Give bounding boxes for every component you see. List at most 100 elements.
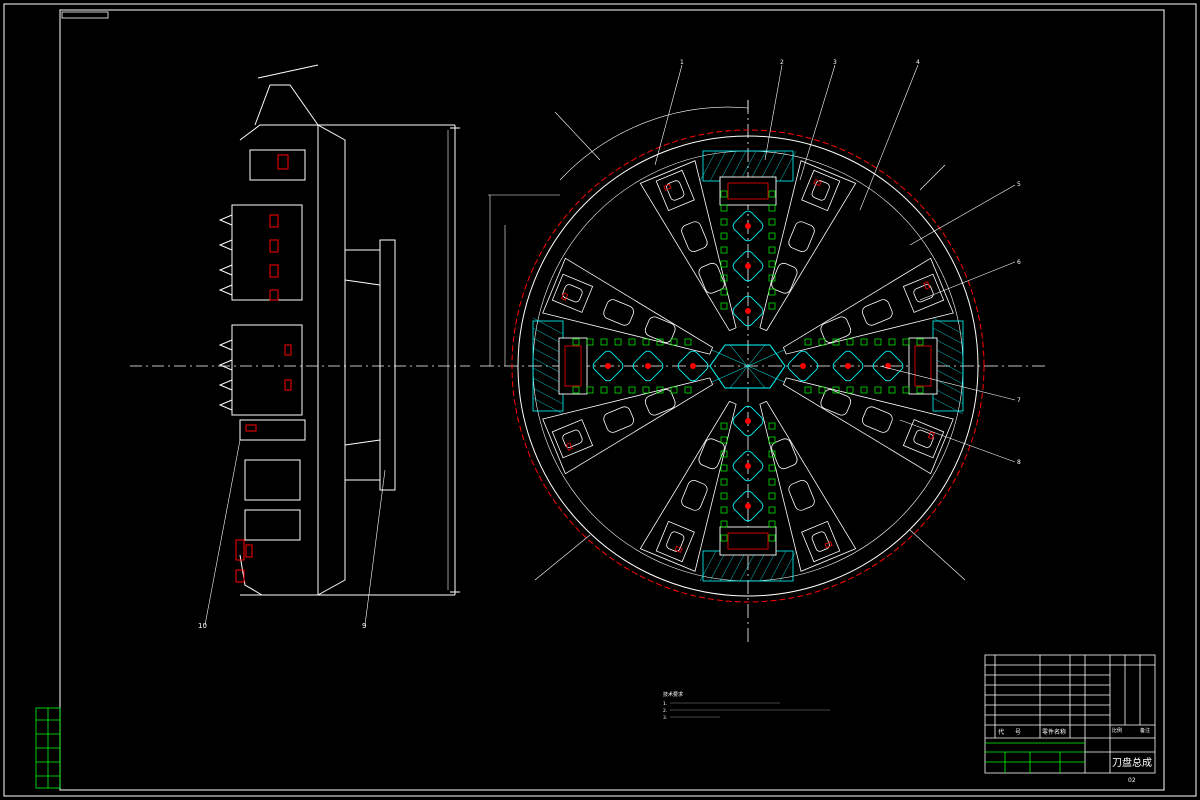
cutter-housing [698,438,725,470]
title-approval-3: 备注 [1140,727,1150,734]
bolt-square [720,534,728,542]
hatch-line [709,150,727,182]
outer-border [3,3,1197,797]
bolt-square [720,302,728,310]
title-col-name: 零件名称 [1042,728,1066,736]
hatch-line [749,550,767,582]
gauge-cutter [811,180,830,201]
cutter-housing [788,221,815,252]
red-mark [824,541,833,549]
drawing-title: 刀盘总成 [1112,756,1152,769]
gauge-housing [801,520,841,563]
cutter-spokes [542,160,954,572]
title-approval-1: 比例 [1112,727,1122,734]
main-housing [558,337,588,395]
bolt-square [656,338,664,346]
hatch-line [709,550,727,582]
drawing-number: 02 [1128,777,1136,784]
gauge-cutter [811,531,830,552]
spoke-arm [759,160,857,332]
notes-line-1: 1. [663,701,667,707]
hatch-line [532,317,564,335]
outer-cut-circle [511,129,985,603]
bolt-square [720,478,728,486]
bolt-square [768,302,776,310]
green-bolt-pattern [572,190,924,542]
hatch-line [532,387,564,405]
bolt-square [720,464,728,472]
bolt-square [768,260,776,268]
bolt-square [720,204,728,212]
bolt-square [888,386,896,394]
hatch-line [729,150,747,182]
bolt-square [768,534,776,542]
gauge-cutter [666,180,685,201]
hatch-line [769,150,787,182]
red-mark [927,431,935,440]
balloon-side-9: 9 [362,622,366,630]
center-mark [745,503,751,509]
hatch-line [532,347,564,365]
balloon-7: 7 [1017,397,1021,404]
notes-line-2: 2. [663,708,667,714]
main-housing [908,337,938,395]
bolt-square [600,338,608,346]
bolt-square [768,436,776,444]
cutter-housing [771,262,798,294]
gauge-cutter [562,429,583,448]
balloon-6: 6 [1017,259,1021,266]
cutter-housing [644,389,676,416]
title-block [984,654,1156,774]
bolt-square [684,338,692,346]
bolt-square [614,386,622,394]
bolt-square [628,338,636,346]
red-mark [565,442,573,451]
main-housing [719,526,777,556]
title-col-code: 代 [998,728,1004,736]
bolt-square [768,492,776,500]
main-housing-cutout [564,345,582,387]
bolt-square [642,338,650,346]
main-housing [719,176,777,206]
main-housing-cutout [727,182,769,200]
bolt-square [768,506,776,514]
center-mark [605,363,611,369]
bolt-square [768,464,776,472]
hatch-line [759,150,777,182]
cyan-blob [732,210,764,242]
spoke-arm [782,257,954,355]
hatch-line [932,327,964,345]
hatch-line [532,367,564,385]
cyan-blob [632,350,664,382]
bolt-square [832,338,840,346]
technical-notes: 技术要求 1. 2. 3. [663,691,830,721]
bolt-square [720,492,728,500]
bolt-square [720,260,728,268]
hatch-line [932,357,964,375]
bolt-square [768,232,776,240]
hatch-line [729,550,747,582]
hatch-line [719,550,737,582]
bolt-square [818,338,826,346]
cyan-blob [787,350,819,382]
bolt-square [768,218,776,226]
notes-line-3: 3. [663,715,667,721]
gauge-housing [902,273,945,313]
spoke-arm [639,160,737,332]
bolt-square [916,386,924,394]
bolt-square [720,246,728,254]
title-block-green-rows [985,742,1085,773]
cyan-blob [732,250,764,282]
cutter-housing [820,389,852,416]
balloon-8: 8 [1017,459,1021,466]
cutter-housing [771,438,798,470]
cutter-housing [681,221,708,252]
balloon-5: 5 [1017,181,1021,188]
hatch-line [532,377,564,395]
red-mark [663,183,672,191]
hatch-line [749,150,767,182]
balloon-1: 1 [680,59,684,66]
front-balloons: 1 2 3 4 5 6 7 8 [680,59,1021,466]
hatch-line [769,550,787,582]
